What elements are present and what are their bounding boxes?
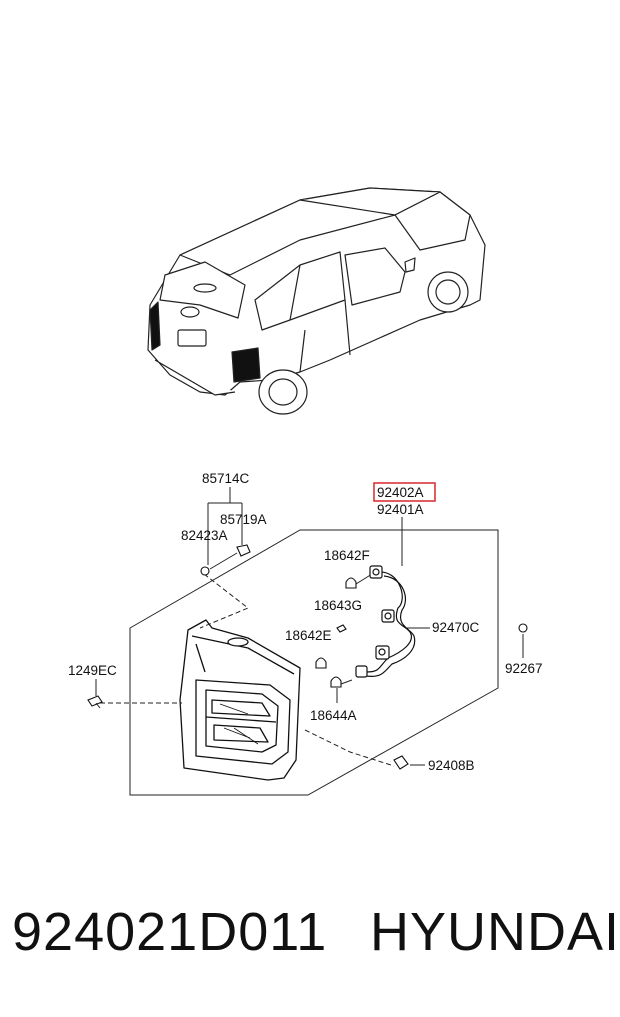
label-92267[interactable]: 92267	[505, 661, 543, 676]
bulb-18644A-icon	[330, 676, 342, 688]
caption-brand: HYUNDAI	[370, 902, 620, 962]
label-92408B[interactable]: 92408B	[428, 758, 475, 773]
label-92402A[interactable]: 92402A	[377, 485, 424, 500]
clip-82423A-icon	[200, 566, 210, 576]
car-illustration	[147, 187, 486, 415]
label-1249EC[interactable]: 1249EC	[68, 663, 117, 678]
bulb-18642F-icon	[345, 577, 357, 589]
grommet-92267-icon	[518, 623, 528, 633]
caption-part-number: 924021D011	[12, 902, 328, 962]
bulb-18643G-icon	[336, 624, 347, 633]
label-92401A[interactable]: 92401A	[377, 502, 424, 517]
label-18642F[interactable]: 18642F	[324, 548, 370, 563]
tail-lamp-assembly	[179, 619, 301, 781]
nut-85719A-icon	[236, 544, 251, 557]
label-18643G[interactable]: 18643G	[314, 598, 362, 613]
label-18642E[interactable]: 18642E	[285, 628, 332, 643]
bulb-18642E-icon	[315, 657, 327, 669]
screw-1249EC-icon	[87, 695, 103, 707]
label-85719A[interactable]: 85719A	[220, 512, 267, 527]
assembly-outline	[129, 529, 499, 796]
label-85714C[interactable]: 85714C	[202, 471, 250, 486]
label-18644A[interactable]: 18644A	[310, 708, 357, 723]
label-82423A[interactable]: 82423A	[181, 528, 228, 543]
label-92470C[interactable]: 92470C	[432, 620, 480, 635]
wiring-harness-icon	[355, 565, 416, 678]
highlight-box-92402A	[373, 482, 436, 502]
clip-92408B-icon	[393, 755, 409, 770]
